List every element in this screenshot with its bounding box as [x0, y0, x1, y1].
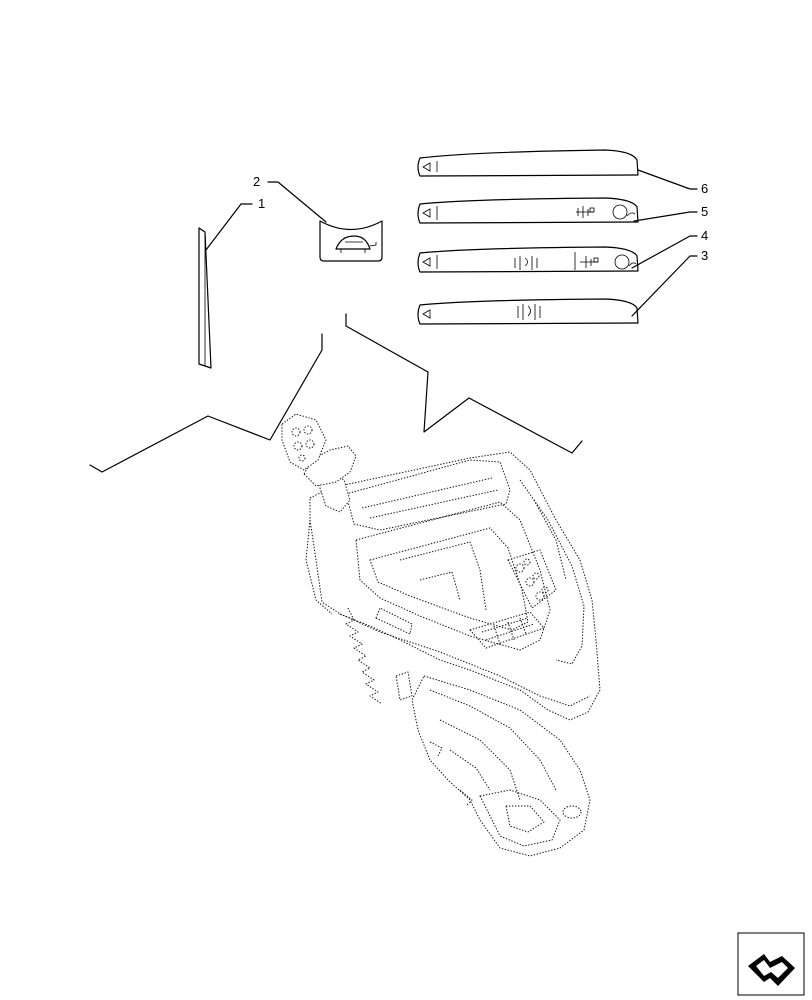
callout-3: 3: [701, 248, 708, 263]
control-symbols: [517, 304, 541, 320]
part-4-decal-strip: [417, 246, 639, 273]
switch-bank: [507, 549, 557, 609]
part-3-decal-strip: [417, 298, 639, 325]
leader-line-4: [631, 235, 698, 269]
part-2-tortoise-decal: [319, 220, 383, 262]
leader-line-2: [267, 181, 327, 223]
control-symbols: [514, 254, 637, 270]
part-1-trim-strip: [198, 227, 212, 369]
callout-1: 1: [258, 196, 265, 211]
assembly-reference-lines: [89, 313, 583, 473]
leader-line-1: [205, 203, 253, 251]
tortoise-icon: [335, 235, 377, 253]
callout-6: 6: [701, 181, 708, 196]
part-6-decal-strip: [417, 149, 639, 177]
callout-4: 4: [701, 228, 708, 243]
part-5-decal-strip: [417, 197, 639, 224]
leader-line-5: [633, 211, 698, 222]
coil-spring: [345, 607, 383, 705]
callout-5: 5: [701, 204, 708, 219]
joystick-lever: [281, 413, 357, 513]
control-symbols: [576, 204, 636, 220]
keypad: [469, 611, 545, 649]
leader-line-6: [637, 169, 698, 190]
leader-line-3: [631, 255, 698, 317]
armrest-console-assembly: [281, 413, 601, 857]
callout-2: 2: [253, 174, 260, 189]
next-page-arrow-icon[interactable]: [737, 932, 805, 996]
